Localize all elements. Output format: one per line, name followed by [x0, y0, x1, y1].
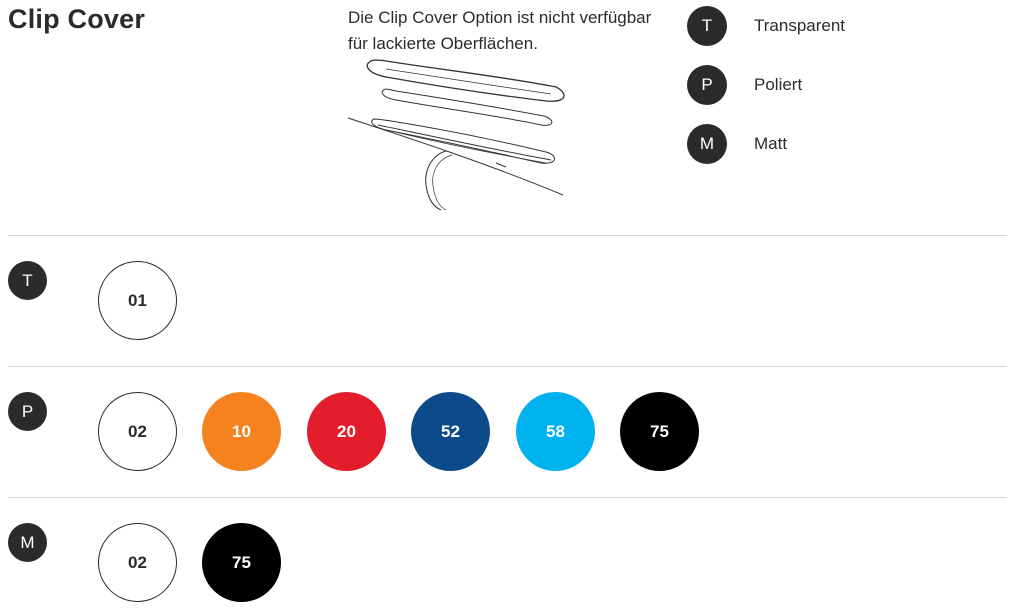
color-swatch[interactable]: 20	[307, 392, 386, 471]
legend-label: Poliert	[754, 75, 803, 94]
row-finish-badge: P	[8, 392, 47, 431]
legend-item-transparent: T Transparent	[687, 6, 845, 46]
availability-note: Die Clip Cover Option ist nicht verfügba…	[348, 8, 652, 53]
color-swatch[interactable]: 52	[411, 392, 490, 471]
page-title: Clip Cover	[8, 4, 146, 34]
color-swatch[interactable]: 01	[98, 261, 177, 340]
divider	[8, 366, 1007, 367]
color-swatch[interactable]: 75	[620, 392, 699, 471]
color-swatch[interactable]: 02	[98, 392, 177, 471]
color-swatch[interactable]: 75	[202, 523, 281, 602]
legend-item-poliert: P Poliert	[687, 65, 802, 105]
color-swatch[interactable]: 10	[202, 392, 281, 471]
clip-cover-illustration	[347, 59, 565, 211]
divider	[8, 235, 1007, 236]
legend-label: Matt	[754, 134, 788, 153]
row-finish-badge: T	[8, 261, 47, 300]
finish-badge: T	[687, 6, 727, 46]
color-swatch[interactable]: 58	[516, 392, 595, 471]
color-swatch[interactable]: 02	[98, 523, 177, 602]
finish-badge: M	[687, 124, 727, 164]
row-finish-badge: M	[8, 523, 47, 562]
finish-row-matt: M 02 75	[0, 523, 1012, 603]
finish-badge: P	[687, 65, 727, 105]
finish-row-transparent: T 01	[0, 261, 1012, 341]
legend-item-matt: M Matt	[687, 124, 787, 164]
divider	[8, 497, 1007, 498]
legend-label: Transparent	[754, 16, 846, 35]
finish-row-poliert: P 02 10 20 52 58 75	[0, 392, 1012, 472]
